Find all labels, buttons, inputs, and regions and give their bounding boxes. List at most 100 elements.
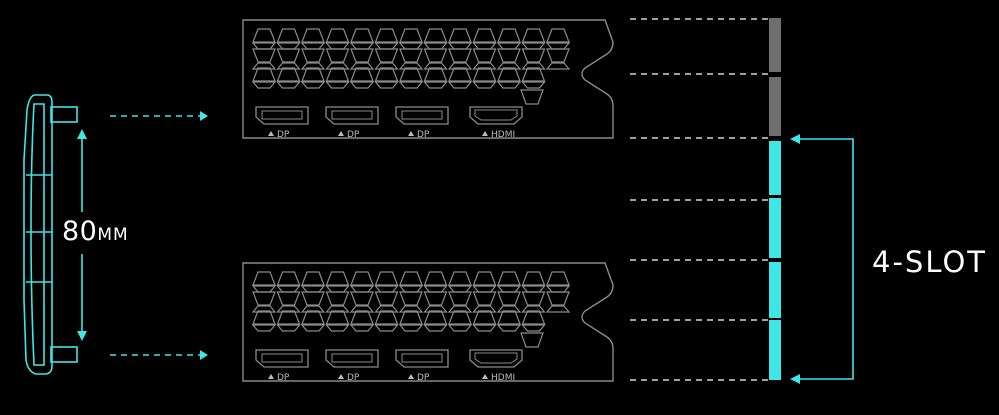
fan-frame-inner <box>30 103 45 366</box>
slot-bar-active <box>769 198 781 258</box>
vent-hole <box>300 324 326 332</box>
dp-outline <box>395 349 449 368</box>
vent-hole <box>374 324 399 332</box>
vent-hole <box>350 291 374 306</box>
vent-hole <box>276 42 301 50</box>
span-bracket-line <box>800 138 854 380</box>
vent-hole <box>276 62 301 70</box>
vent-hole <box>545 42 571 50</box>
hdmi-port: HDMI <box>469 106 523 140</box>
vent-hole <box>301 28 325 43</box>
displayport-port: DP <box>395 349 449 383</box>
vent-hole <box>374 42 399 50</box>
vent-hole <box>423 271 448 286</box>
vent-hole <box>252 291 276 306</box>
vent-hole <box>350 271 374 286</box>
port-label: HDMI <box>491 130 515 140</box>
vent-hole <box>301 291 325 306</box>
port-triangle-icon <box>482 131 488 136</box>
vent-hole <box>276 310 301 325</box>
vent-hole <box>496 324 522 332</box>
vent-hole <box>276 285 301 293</box>
vent-hole <box>497 271 521 286</box>
vent-hole <box>497 28 521 43</box>
vent-hole <box>374 305 399 313</box>
vent-hole <box>521 81 546 89</box>
vent-hole <box>252 271 276 286</box>
vent-hole <box>496 42 522 50</box>
vent-hole <box>276 67 301 82</box>
vent-hole <box>423 291 448 306</box>
vent-hole <box>472 310 497 325</box>
hdmi-inner <box>474 109 518 121</box>
vent-hole <box>325 324 350 332</box>
vent-hole <box>472 42 497 50</box>
hdmi-outline <box>469 349 523 368</box>
port-label: HDMI <box>491 373 515 383</box>
vent-hole <box>472 291 497 306</box>
vent-hole <box>472 305 497 313</box>
vent-hole <box>374 28 399 43</box>
vent-hole <box>423 81 448 89</box>
port-label: DP <box>347 130 360 140</box>
four-slot-span-arrow <box>790 134 854 384</box>
span-arrowhead-top <box>790 134 800 144</box>
vent-hole <box>349 42 375 50</box>
vent-hole <box>350 48 374 63</box>
vent-hole <box>374 271 399 286</box>
dp-outline <box>255 349 309 368</box>
vent-hole <box>497 48 521 63</box>
vent-hole <box>276 48 301 63</box>
vent-hole <box>447 62 473 70</box>
dp-inner <box>331 353 373 363</box>
fan-side-profile <box>23 94 78 375</box>
vent-hole <box>325 291 350 306</box>
fan-frame-outline <box>23 94 53 375</box>
vent-hole <box>472 81 497 89</box>
vent-hole <box>325 42 350 50</box>
vent-hole <box>399 67 423 82</box>
vent-hole <box>447 81 473 89</box>
dp-outline <box>395 106 449 125</box>
vent-hole <box>423 285 448 293</box>
vent-hole <box>521 42 546 50</box>
vent-hole <box>300 42 326 50</box>
vent-hole <box>276 291 301 306</box>
vent-hole <box>325 305 350 313</box>
vent-hole <box>251 305 277 313</box>
dp-inner <box>261 353 303 363</box>
vent-hole <box>423 67 448 82</box>
vent-hole <box>521 310 546 325</box>
vent-hole <box>325 81 350 89</box>
span-arrowhead-bottom <box>790 374 800 384</box>
port-triangle-icon <box>268 374 274 379</box>
vent-hole <box>374 285 399 293</box>
vent-hole <box>398 81 424 89</box>
slot-bar-active <box>769 262 781 318</box>
vent-hole <box>472 28 497 43</box>
dp-inner <box>331 110 373 120</box>
fan-spacing-label: 80MM <box>62 216 129 247</box>
port-triangle-icon <box>408 374 414 379</box>
vent-hole <box>448 291 472 306</box>
vent-hole <box>423 62 448 70</box>
vent-hole <box>447 42 473 50</box>
fan-spacing-value: 80 <box>62 216 98 247</box>
fan-mount-tab-bottom <box>50 346 78 363</box>
hdmi-inner <box>474 352 518 364</box>
vent-hole <box>325 310 350 325</box>
vent-hole <box>300 81 326 89</box>
vent-hole <box>300 305 326 313</box>
port-label: DP <box>417 130 430 140</box>
vent-hole <box>325 285 350 293</box>
vent-hole <box>496 305 522 313</box>
displayport-port: DP <box>325 349 379 383</box>
vent-hole <box>546 28 570 43</box>
vent-hole <box>398 324 424 332</box>
vent-hole <box>448 310 472 325</box>
vent-hole <box>252 310 276 325</box>
displayport-port: DP <box>395 106 449 140</box>
hdmi-outline <box>469 106 523 125</box>
fan-arrow-head <box>200 350 208 360</box>
